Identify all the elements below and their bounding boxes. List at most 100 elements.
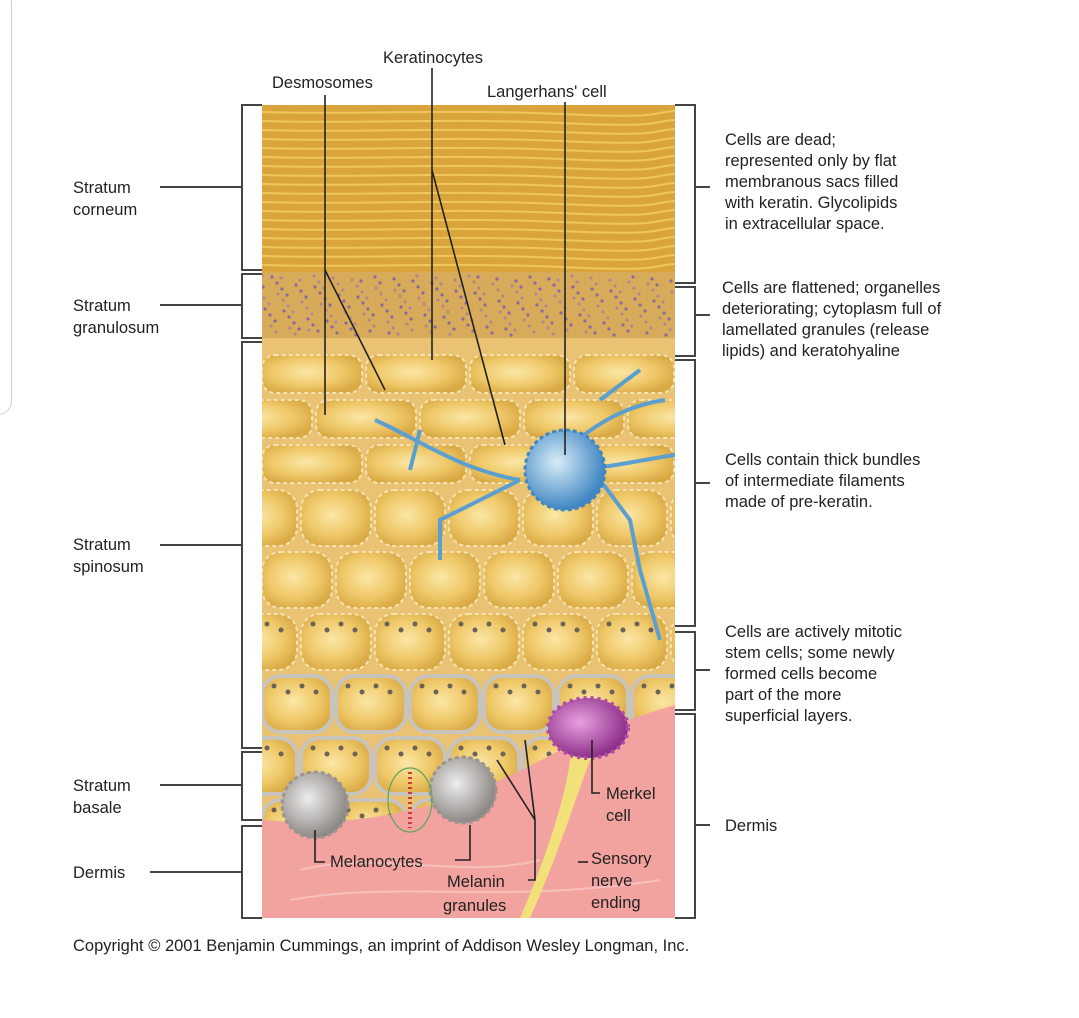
- granule: [465, 312, 469, 316]
- granule: [558, 300, 562, 304]
- granule: [569, 323, 573, 327]
- granule: [398, 294, 402, 298]
- granule: [452, 327, 456, 331]
- granule: [522, 318, 526, 322]
- melanin-granule: [419, 683, 425, 689]
- granule: [411, 279, 415, 283]
- granule: [267, 302, 271, 306]
- melanin-granule: [620, 627, 626, 633]
- granule: [602, 321, 606, 325]
- melanin-granule: [373, 683, 379, 689]
- melanin-granule: [398, 751, 404, 757]
- granule: [459, 295, 463, 299]
- granule: [490, 331, 494, 335]
- granule: [615, 306, 619, 310]
- granule: [652, 299, 656, 303]
- langerhans-cell: [523, 428, 607, 512]
- granule: [606, 316, 610, 320]
- granule: [304, 295, 308, 299]
- granule: [484, 314, 488, 318]
- granule: [582, 308, 586, 312]
- keratinocyte-cell: [631, 551, 675, 609]
- melanin-granule: [709, 746, 714, 751]
- granule: [282, 309, 286, 313]
- granule: [270, 275, 274, 279]
- granule: [440, 293, 444, 297]
- keratinocyte-cell: [262, 551, 333, 609]
- corneum-sac: [262, 254, 675, 261]
- granule: [441, 304, 445, 308]
- granule: [589, 276, 593, 280]
- sensory-nerve-ending: [520, 715, 621, 918]
- granule: [294, 283, 298, 287]
- granule: [350, 278, 354, 282]
- corneum-sac: [262, 146, 675, 153]
- melanin-granule: [264, 621, 270, 627]
- melanin-granule: [681, 746, 686, 751]
- melanin-granule: [458, 621, 464, 627]
- corneum-sac: [262, 200, 675, 207]
- granule: [409, 317, 413, 321]
- granule: [501, 294, 505, 298]
- granule: [397, 283, 401, 287]
- granule: [532, 330, 536, 334]
- granule: [613, 284, 617, 288]
- melanin-granule: [723, 752, 728, 757]
- melanin-granule: [338, 621, 344, 627]
- corneum-sac: [262, 209, 675, 216]
- granule: [306, 317, 310, 321]
- granule: [433, 325, 437, 329]
- granule: [422, 302, 426, 306]
- granule: [360, 290, 364, 294]
- granule: [570, 274, 574, 278]
- granule: [402, 289, 406, 293]
- melanin-granule: [384, 745, 390, 751]
- granule: [535, 303, 539, 307]
- granule: [643, 309, 647, 313]
- melanin-granule: [609, 689, 615, 695]
- granule: [504, 327, 508, 331]
- granule: [281, 298, 285, 302]
- melanin-granule: [486, 745, 492, 751]
- granule: [594, 282, 598, 286]
- granule: [330, 325, 334, 329]
- granule: [477, 286, 481, 290]
- melanin-granule: [486, 621, 492, 627]
- granule: [600, 299, 604, 303]
- melanin-granule: [641, 683, 647, 689]
- illustration: [262, 105, 728, 918]
- melanin-granule: [310, 621, 316, 627]
- keratinocyte-cell: [670, 619, 675, 665]
- granule: [403, 300, 407, 304]
- granule: [662, 311, 666, 315]
- granule: [424, 324, 428, 328]
- melanin-granule: [299, 683, 305, 689]
- keratinocyte-cell: [300, 489, 372, 547]
- melanin-granule: [359, 813, 365, 819]
- keratinocyte-cell: [669, 742, 675, 790]
- granule: [372, 324, 376, 328]
- granule: [299, 289, 303, 293]
- keratinocyte-cell: [409, 551, 481, 609]
- granule: [274, 330, 278, 334]
- melanin-granule: [271, 683, 277, 689]
- granule: [651, 288, 655, 292]
- granule: [632, 286, 636, 290]
- granule: [410, 328, 414, 332]
- granule: [631, 275, 635, 279]
- granule: [519, 285, 523, 289]
- corneum-sac: [262, 155, 675, 162]
- granule: [572, 296, 576, 300]
- granule: [408, 306, 412, 310]
- granule: [307, 328, 311, 332]
- granule: [285, 293, 289, 297]
- left-brackets: [150, 104, 262, 919]
- granule: [541, 320, 545, 324]
- granule: [661, 300, 665, 304]
- granule: [366, 307, 370, 311]
- granule: [612, 333, 616, 337]
